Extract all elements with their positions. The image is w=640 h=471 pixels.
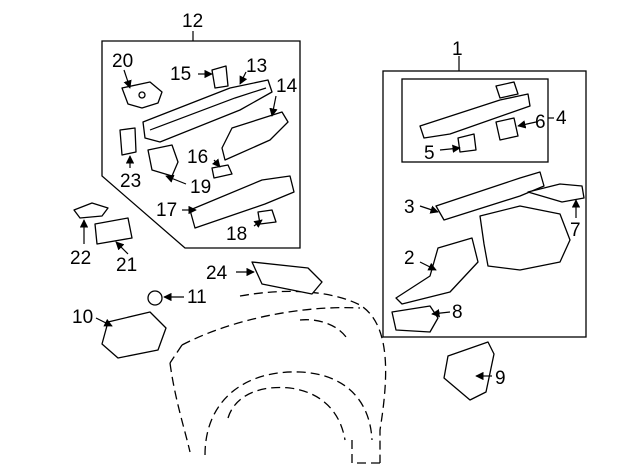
callout-14: 14 [276, 76, 298, 97]
callout-6: 6 [535, 112, 546, 133]
part-8-bracket [391, 305, 439, 333]
callout-23: 23 [120, 171, 141, 192]
part-3-rail [435, 171, 545, 221]
part-2-rail [395, 237, 479, 305]
callout-3: 3 [404, 197, 415, 218]
callout-19: 19 [190, 177, 211, 198]
leader-6 [517, 120, 537, 129]
part-4-bracket [495, 81, 519, 99]
part-15-bracket [211, 65, 229, 89]
part-18-plate [257, 209, 277, 225]
part-17-rail [189, 175, 295, 229]
callout-20: 20 [112, 51, 133, 72]
part-23-block [119, 127, 137, 156]
part-13-rail-edge [149, 87, 267, 131]
callout-11: 11 [187, 287, 207, 308]
part-10-bracket [101, 311, 167, 359]
callout-18: 18 [226, 224, 247, 245]
callout-17: 17 [156, 200, 177, 221]
callout-24: 24 [206, 263, 228, 284]
leader-14 [269, 95, 278, 117]
part-11-clip [147, 290, 163, 306]
callout-1: 1 [452, 39, 463, 60]
callout-8: 8 [452, 302, 463, 323]
callout-4: 4 [556, 108, 567, 129]
callout-15: 15 [170, 64, 191, 85]
part-24-bracket [251, 261, 323, 295]
leader-18 [253, 219, 263, 228]
leader-16 [211, 158, 221, 168]
part-21-block [94, 217, 133, 245]
part-14-extension [221, 111, 289, 161]
callout-16: 16 [187, 147, 208, 168]
leader-19 [165, 174, 187, 185]
part-20-hole [138, 91, 146, 99]
leader-3 [419, 205, 439, 214]
callout-2: 2 [404, 248, 415, 269]
callout-21: 21 [116, 255, 137, 276]
leader-2 [419, 261, 437, 271]
subgroup-4-frame [401, 78, 549, 163]
part-7-panel [527, 183, 585, 203]
part-19-bracket [147, 144, 179, 177]
part-4-reinforcement [419, 93, 531, 139]
part-16-clip [211, 164, 233, 179]
callout-9: 9 [495, 368, 506, 389]
callout-22: 22 [70, 248, 91, 269]
leader-21 [115, 241, 129, 255]
callout-12: 12 [182, 11, 203, 32]
callout-5: 5 [424, 143, 435, 164]
leader-13 [239, 71, 248, 85]
part-22-bracket [73, 202, 109, 219]
part-wheelhouse [479, 205, 571, 271]
callout-10: 10 [72, 307, 93, 328]
group-1-frame [382, 70, 587, 338]
callout-13: 13 [246, 56, 267, 77]
part-13-rail [142, 79, 273, 143]
callout-7: 7 [570, 220, 581, 241]
part-9-shield [443, 341, 495, 401]
part-5-plate [457, 133, 477, 153]
part-6-plate [495, 117, 519, 141]
fender-outline [169, 290, 387, 464]
leader-20 [123, 69, 132, 89]
leader-10 [95, 317, 113, 327]
group-12-frame [101, 40, 301, 249]
leader-5 [439, 144, 461, 153]
leader-8 [431, 308, 451, 318]
